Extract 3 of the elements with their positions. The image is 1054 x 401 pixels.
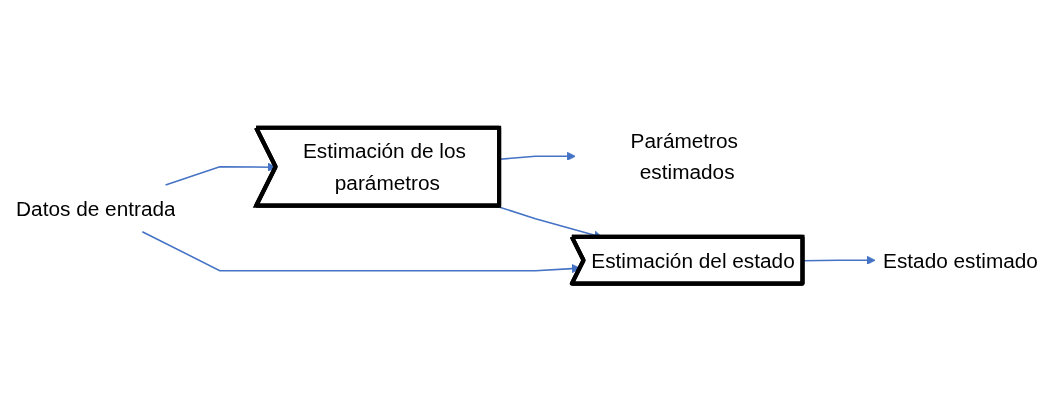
node-text: Parámetros estimados — [630, 129, 738, 184]
node-text: Estado estimado — [883, 248, 1038, 272]
node-text: Datos de entrada — [16, 196, 176, 220]
